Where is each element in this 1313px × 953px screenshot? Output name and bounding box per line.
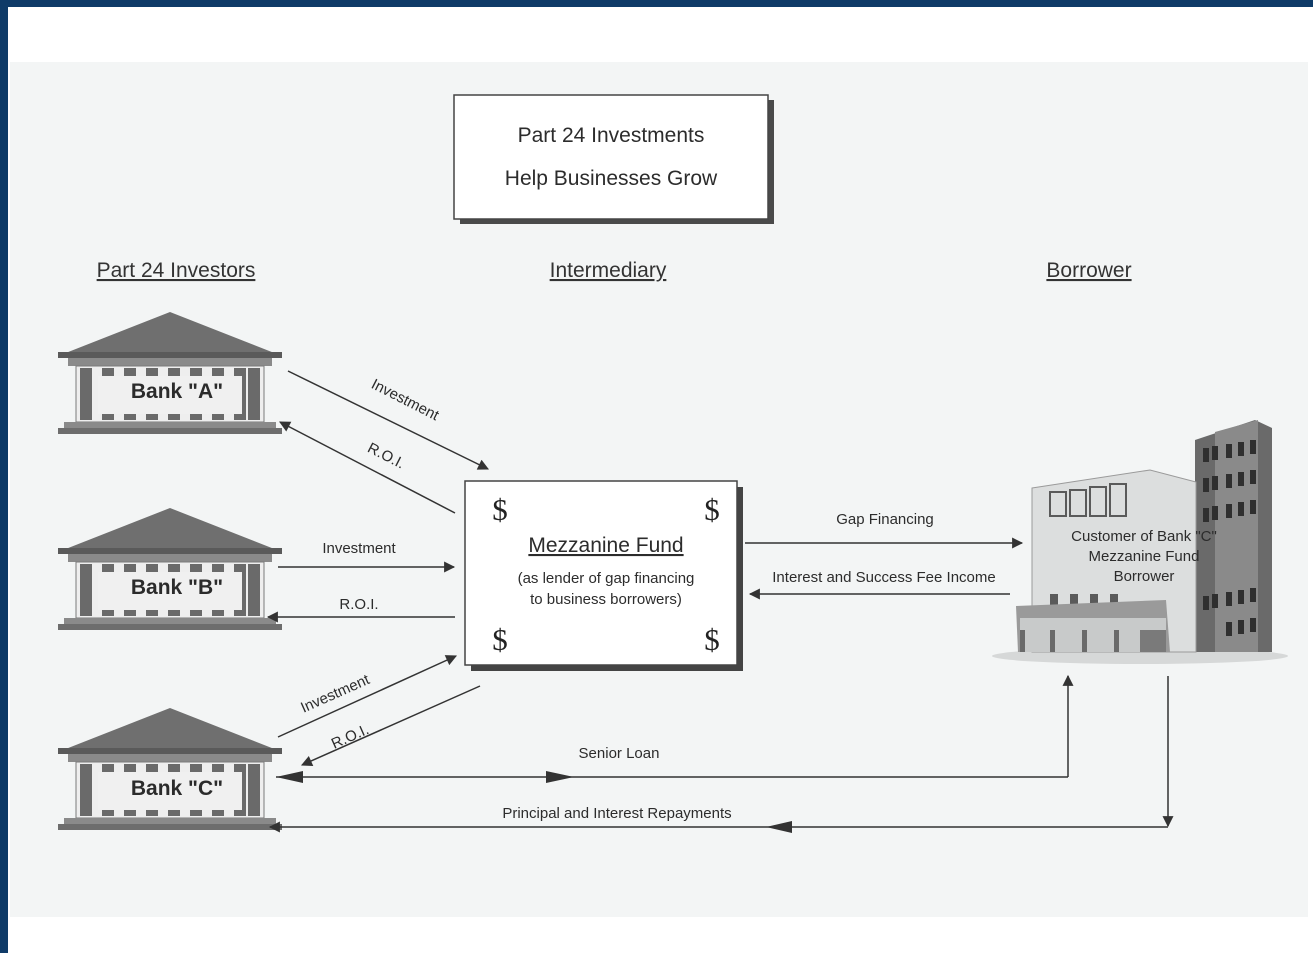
arrow-investment-a bbox=[287, 370, 489, 470]
bank-c-label: Bank "C" bbox=[131, 777, 223, 800]
label-senior-loan: Senior Loan bbox=[579, 745, 660, 762]
label-roi-c: R.O.I. bbox=[329, 721, 372, 752]
bank-c-icon: Bank "C" bbox=[57, 707, 283, 831]
fund-title: Mezzanine Fund bbox=[528, 534, 683, 557]
arrow-investment-c bbox=[277, 655, 458, 738]
arrow-roi-a bbox=[279, 421, 456, 514]
bank-b-icon: Bank "B" bbox=[57, 507, 283, 631]
dollar-icon: $ bbox=[492, 622, 508, 657]
header-borrower: Borrower bbox=[1046, 259, 1131, 282]
dollar-icon: $ bbox=[704, 492, 720, 527]
mezzanine-fund-box: $ $ $ $ Mezzanine Fund (as lender of gap… bbox=[464, 480, 743, 671]
dollar-icon: $ bbox=[492, 492, 508, 527]
header-investors: Part 24 Investors bbox=[97, 259, 256, 282]
arrow-roi-c bbox=[300, 685, 481, 767]
label-interest-fee: Interest and Success Fee Income bbox=[772, 569, 995, 586]
bank-b-label: Bank "B" bbox=[131, 576, 223, 599]
header-intermediary: Intermediary bbox=[550, 259, 667, 282]
title-line-2: Help Businesses Grow bbox=[505, 167, 718, 190]
title-line-1: Part 24 Investments bbox=[518, 124, 705, 147]
repayments-midpoint-arrow bbox=[766, 821, 792, 833]
customer-line-2: Mezzanine Fund bbox=[1089, 548, 1200, 565]
fund-desc-line-2: to business borrowers) bbox=[530, 591, 682, 608]
customer-line-1: Customer of Bank "C" bbox=[1071, 528, 1217, 545]
label-repayments: Principal and Interest Repayments bbox=[502, 805, 731, 822]
bank-a-label: Bank "A" bbox=[131, 380, 223, 403]
label-investment-a: Investment bbox=[368, 376, 442, 425]
label-gap-financing: Gap Financing bbox=[836, 511, 934, 528]
dollar-icon: $ bbox=[704, 622, 720, 657]
senior-loan-midpoint-arrow bbox=[546, 771, 574, 783]
label-roi-b: R.O.I. bbox=[339, 596, 378, 613]
office-building-icon: Customer of Bank "C" Mezzanine Fund Borr… bbox=[992, 420, 1288, 664]
fund-desc-line-1: (as lender of gap financing bbox=[518, 570, 695, 587]
title-box: Part 24 Investments Help Businesses Grow bbox=[453, 94, 774, 224]
label-investment-c: Investment bbox=[298, 671, 373, 717]
label-roi-a: R.O.I. bbox=[365, 440, 408, 473]
bank-a-icon: Bank "A" bbox=[57, 311, 283, 435]
senior-loan-start-arrow bbox=[276, 771, 303, 783]
label-investment-b: Investment bbox=[322, 540, 396, 557]
customer-line-3: Borrower bbox=[1114, 568, 1175, 585]
